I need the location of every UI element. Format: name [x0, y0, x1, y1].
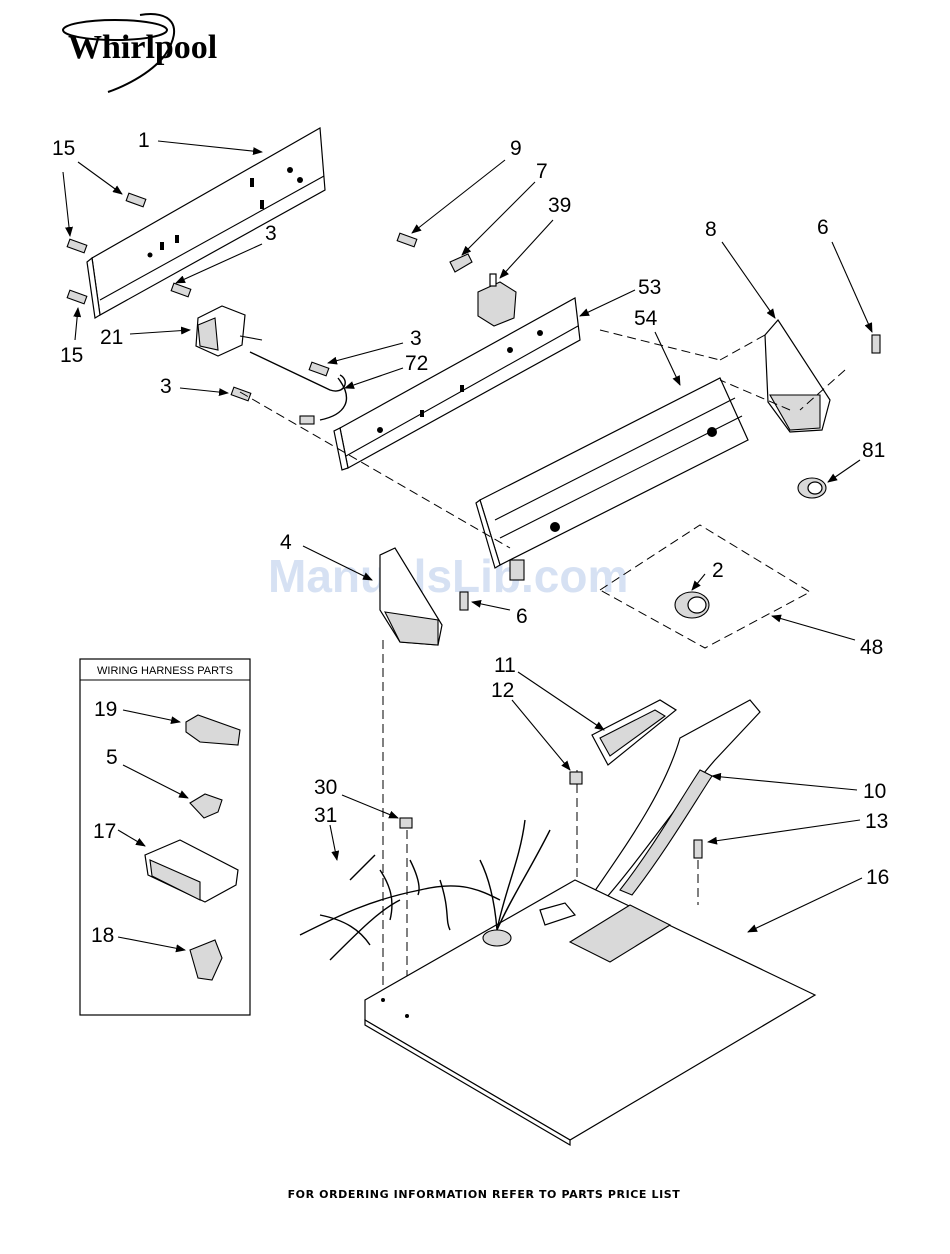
footer-note: FOR ORDERING INFORMATION REFER TO PARTS …: [288, 1188, 681, 1201]
callout-12: 12: [491, 679, 514, 702]
callout-8: 8: [705, 218, 717, 241]
screw-3-c: [231, 387, 251, 401]
logo-text: Whirlpool: [68, 29, 217, 66]
part-21-timer: [196, 306, 262, 356]
part-48-knob-assembly: [600, 525, 810, 648]
part-12-clip: [570, 772, 582, 784]
callout-18: 18: [91, 924, 114, 947]
part-30-clip: [400, 818, 412, 828]
screw-15-upper: [126, 193, 146, 207]
callout-1: 1: [138, 129, 150, 152]
watermark: ManualsLib.com: [268, 550, 628, 602]
callout-17: 17: [93, 820, 116, 843]
callout-19: 19: [94, 698, 117, 721]
callout-6-right: 6: [817, 216, 829, 239]
part-72-wire: [250, 352, 346, 424]
screw-3-a: [171, 283, 191, 297]
callout-5: 5: [106, 746, 118, 769]
callout-2: 2: [712, 559, 724, 582]
screw-9: [397, 233, 417, 247]
part-7-clip: [450, 254, 472, 272]
callout-7: 7: [536, 160, 548, 183]
callout-48: 48: [860, 636, 883, 659]
screw-13: [694, 840, 702, 858]
callout-3-left: 3: [160, 375, 172, 398]
part-8-end-cap: [765, 320, 830, 432]
part-16-top-panel: [365, 880, 815, 1145]
part-11-lint-screen: [592, 700, 676, 765]
callout-15-bottom: 15: [60, 344, 83, 367]
callout-31: 31: [314, 804, 337, 827]
callout-21: 21: [100, 326, 123, 349]
screw-6-center: [460, 592, 468, 610]
wiring-box-title: WIRING HARNESS PARTS: [97, 665, 233, 677]
callout-3-upper: 3: [265, 222, 277, 245]
part-81-knob: [798, 478, 826, 498]
callout-9: 9: [510, 137, 522, 160]
callout-72: 72: [405, 352, 428, 375]
part-1-back-panel: [87, 128, 325, 318]
callout-11: 11: [494, 654, 516, 677]
part-53-console-rail: [334, 298, 580, 470]
screw-3-b: [309, 362, 329, 376]
callout-39: 39: [548, 194, 571, 217]
whirlpool-logo: Whirlpool: [63, 14, 217, 92]
callout-13: 13: [865, 810, 888, 833]
callout-10: 10: [863, 780, 886, 803]
part-39-switch: [478, 274, 516, 326]
screw-6-right: [872, 335, 880, 353]
callout-16: 16: [866, 866, 889, 889]
callout-3-middle: 3: [410, 327, 422, 350]
callout-4: 4: [280, 531, 292, 554]
callout-15-top: 15: [52, 137, 75, 160]
callout-30: 30: [314, 776, 337, 799]
callout-54: 54: [634, 307, 658, 330]
callout-6-center: 6: [516, 605, 528, 628]
screw-15-lower: [67, 290, 87, 304]
part-2-knob: [675, 592, 709, 618]
callout-81: 81: [862, 439, 885, 462]
screw-15-left: [67, 239, 87, 253]
callout-53: 53: [638, 276, 661, 299]
